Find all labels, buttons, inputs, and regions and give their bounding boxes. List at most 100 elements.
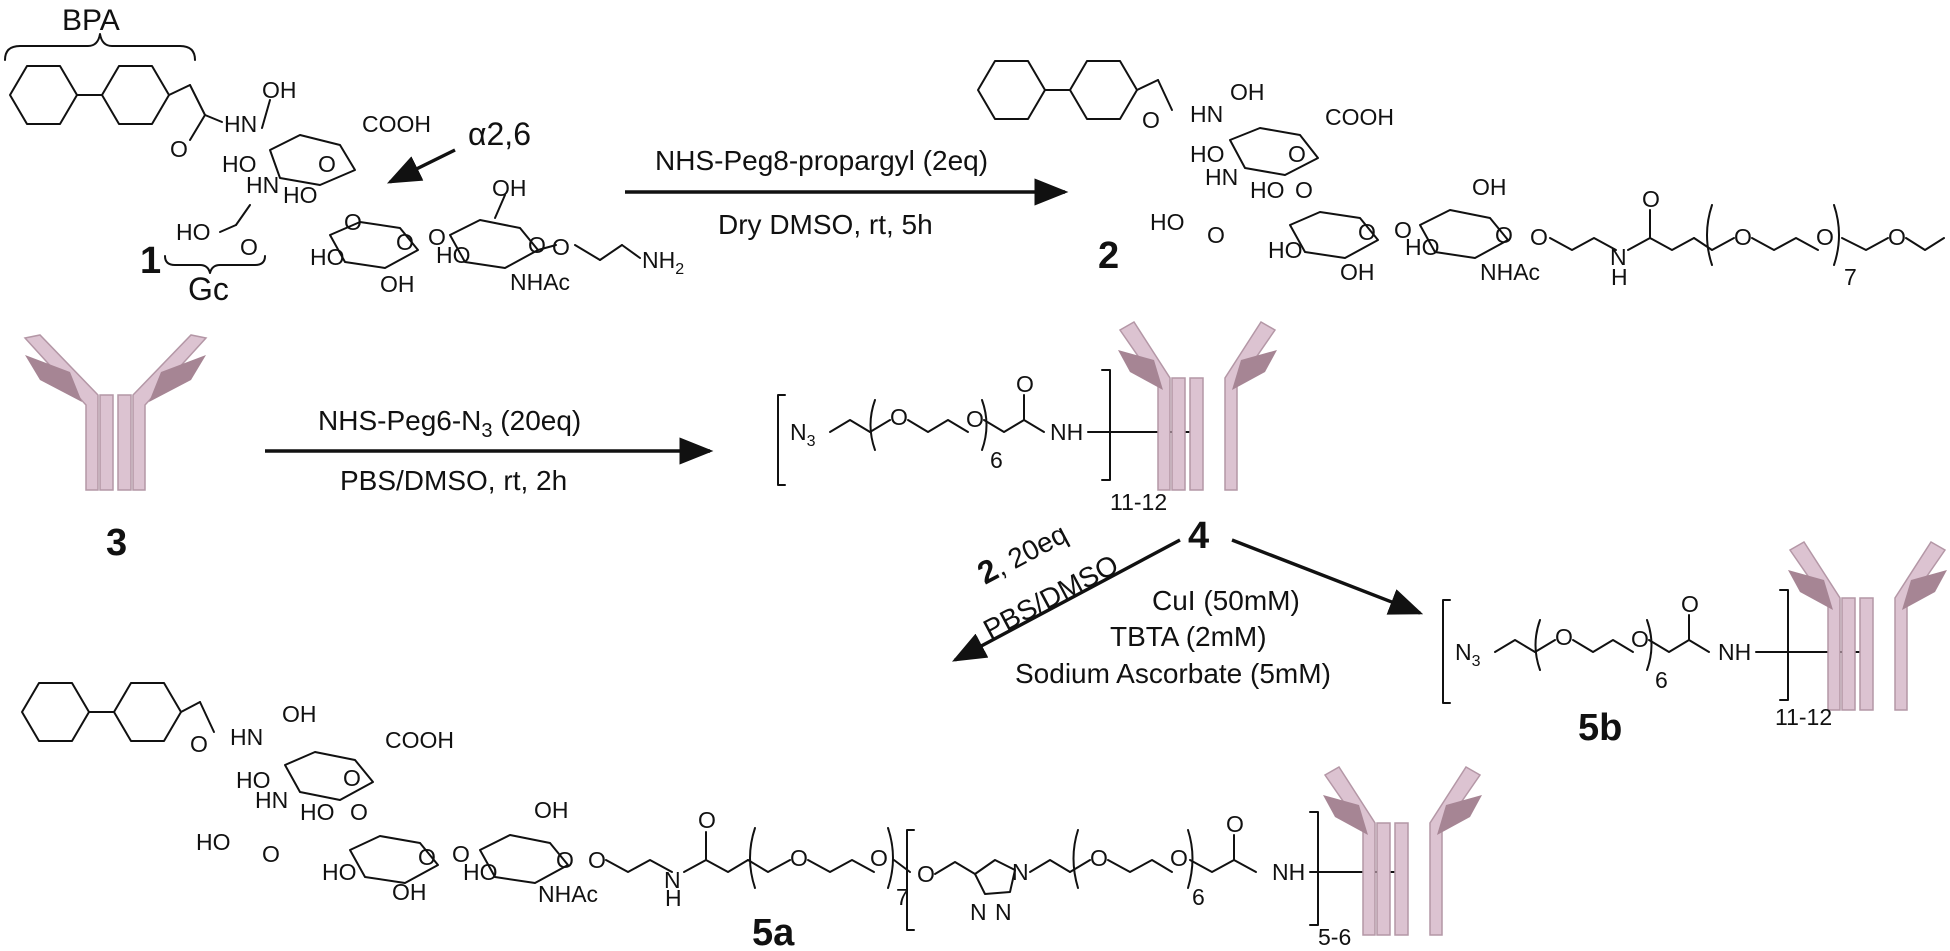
antibody-3 [23,334,208,491]
compound-1-structure: BPA O HN OH COOH O HO HN HO HO O Gc O O … [4,4,684,307]
svg-text:HN: HN [255,787,288,813]
svg-text:HO: HO [222,151,257,177]
svg-text:7: 7 [1844,264,1857,290]
svg-text:O: O [1358,219,1376,245]
svg-text:O: O [318,151,336,177]
svg-text:OH: OH [262,77,297,103]
svg-text:N: N [1610,244,1627,270]
compound-3-number: 3 [106,522,127,564]
bpa-brace [4,33,196,61]
svg-text:O: O [452,841,470,867]
compound-5b-dar: 11-12 [1775,704,1832,730]
antibody-5b [1788,540,1947,711]
compound-2-structure: O HN OH COOH O HO HN HO O HO O O HO OH O… [977,60,1945,290]
antibody-4 [1118,320,1277,491]
svg-text:O: O [396,229,414,255]
antibody-5a [1323,765,1482,936]
linkage-arrow [386,148,456,184]
svg-text:HO: HO [436,242,471,268]
svg-text:O: O [343,765,361,791]
svg-text:N3: N3 [1455,639,1481,670]
svg-text:HO: HO [176,219,211,245]
svg-text:O: O [1295,177,1313,203]
compound-5b-number: 5b [1578,707,1622,749]
gc-label: Gc [188,271,229,307]
svg-text:NH2: NH2 [642,247,684,278]
compound-5a-structure: O HN OH COOH O HO HN HO O HO O O HO OH O… [21,682,1401,931]
svg-text:NH: NH [1272,859,1305,885]
svg-text:N: N [1012,859,1029,885]
svg-text:O: O [966,406,984,432]
svg-text:COOH: COOH [1325,104,1394,130]
svg-text:HO: HO [322,859,357,885]
svg-text:O: O [1288,141,1306,167]
svg-text:HN: HN [1190,101,1223,127]
svg-text:OH: OH [1230,79,1265,105]
svg-text:O: O [790,845,808,871]
svg-text:O: O [552,234,570,260]
svg-text:OH: OH [282,701,317,727]
step3b-line2: TBTA (2mM) [1110,621,1267,652]
compound-4-dar: 11-12 [1110,489,1167,515]
svg-text:O: O [170,136,188,162]
svg-text:OH: OH [380,271,415,297]
svg-text:HO: HO [283,182,318,208]
svg-text:OH: OH [492,175,527,201]
svg-text:HN: HN [230,724,263,750]
svg-text:N: N [970,899,987,925]
svg-text:O: O [1816,224,1834,250]
svg-text:O: O [428,224,446,250]
step1-reagent: NHS-Peg8-propargyl (2eq) [655,145,988,176]
svg-text:HO: HO [1250,177,1285,203]
svg-text:O: O [1394,217,1412,243]
svg-text:O: O [344,209,362,235]
svg-text:H: H [1611,264,1628,290]
svg-text:O: O [556,847,574,873]
linkage-label: α2,6 [468,116,531,152]
bpa-label: BPA [62,4,120,37]
svg-text:O: O [1226,811,1244,837]
svg-text:NHAc: NHAc [510,269,570,295]
svg-text:O: O [1888,224,1906,250]
svg-text:O: O [190,731,208,757]
svg-text:N: N [995,899,1012,925]
svg-text:O: O [890,404,908,430]
svg-text:HO: HO [196,829,231,855]
svg-text:COOH: COOH [362,111,431,137]
svg-text:HN: HN [1205,164,1238,190]
compound-1-number: 1 [140,240,161,282]
compound-5a-dar: 5-6 [1318,924,1351,950]
svg-text:O: O [588,847,606,873]
svg-text:OH: OH [1340,259,1375,285]
benzene-ring-1 [9,65,78,125]
svg-text:N: N [664,867,681,893]
triazole-ring [974,859,1016,895]
step2-conditions: PBS/DMSO, rt, 2h [340,465,567,496]
svg-text:HO: HO [463,859,498,885]
sialic-acid-ring [269,134,356,186]
gc-brace [164,255,266,274]
svg-text:HN: HN [224,111,257,137]
svg-text:O: O [1016,371,1034,397]
svg-text:O: O [262,841,280,867]
step3b-line3: Sodium Ascorbate (5mM) [1015,658,1331,689]
step2-reagent: NHS-Peg6-N3 (20eq) [318,405,581,442]
svg-text:6: 6 [1192,884,1205,910]
svg-text:O: O [1495,222,1513,248]
svg-text:O: O [240,234,258,260]
compound-4-number: 4 [1188,515,1209,557]
compound-5b-structure: N3 O O 6 O NH [1442,589,1871,704]
compound-2-number: 2 [1098,235,1119,277]
svg-text:OH: OH [1472,174,1507,200]
svg-text:O: O [1734,224,1752,250]
svg-text:O: O [1530,224,1548,250]
svg-text:O: O [1642,186,1660,212]
svg-text:OH: OH [534,797,569,823]
svg-text:HO: HO [1150,209,1185,235]
svg-text:NH: NH [1718,639,1751,665]
svg-text:O: O [1555,624,1573,650]
svg-text:6: 6 [1655,667,1668,693]
svg-text:HO: HO [236,767,271,793]
svg-text:O: O [917,861,935,887]
svg-text:HO: HO [310,244,345,270]
